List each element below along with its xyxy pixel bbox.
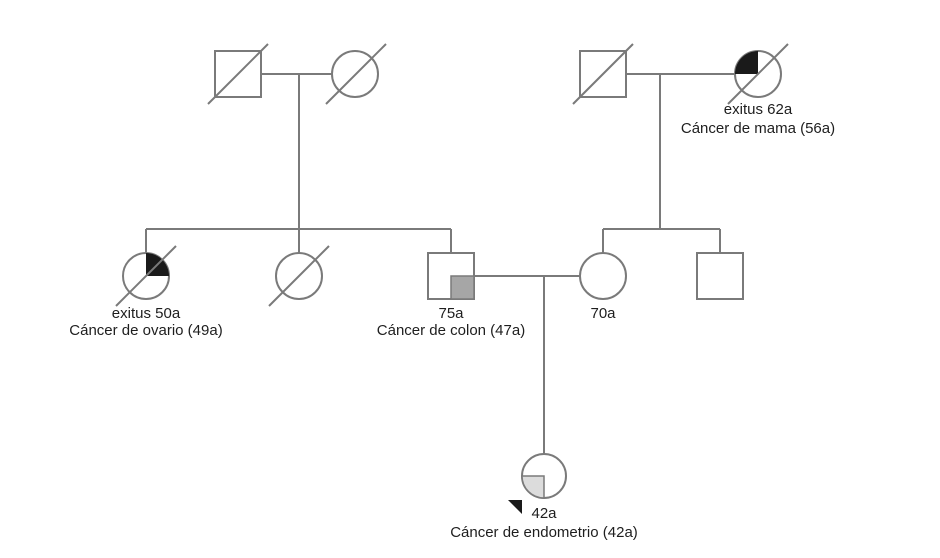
proband-affected-quadrant [521,475,545,499]
proband-age-label: 42a [531,505,557,522]
paternal-aunt-1-status-label: exitus 50a [111,305,181,322]
father-condition-label: Cáncer de colon (47a) [376,322,526,339]
maternal-uncle-symbol [696,252,744,300]
proband-condition-label: Cáncer de endometrio (42a) [450,524,638,541]
maternal-grandmother-deceased-slash [727,43,789,105]
maternal-grandmother-condition-label: Cáncer de mama (56a) [680,120,836,137]
proband-arrow-icon [508,500,522,514]
maternal-grandfather-deceased-slash [572,43,634,105]
mother-symbol [579,252,627,300]
paternal-grandfather-deceased-slash [207,43,269,105]
paternal-aunt-1-deceased-slash [115,245,177,307]
maternal-grandmother-status-label: exitus 62a [723,101,793,118]
paternal-aunt-2-deceased-slash [268,245,330,307]
father-affected-quadrant [450,275,475,300]
father-age-label: 75a [438,305,464,322]
mother-age-label: 70a [590,305,616,322]
paternal-aunt-1-condition-label: Cáncer de ovario (49a) [69,322,223,339]
maternal-grandmother-affected-quadrant [735,51,758,74]
paternal-grandmother-deceased-slash [325,43,387,105]
